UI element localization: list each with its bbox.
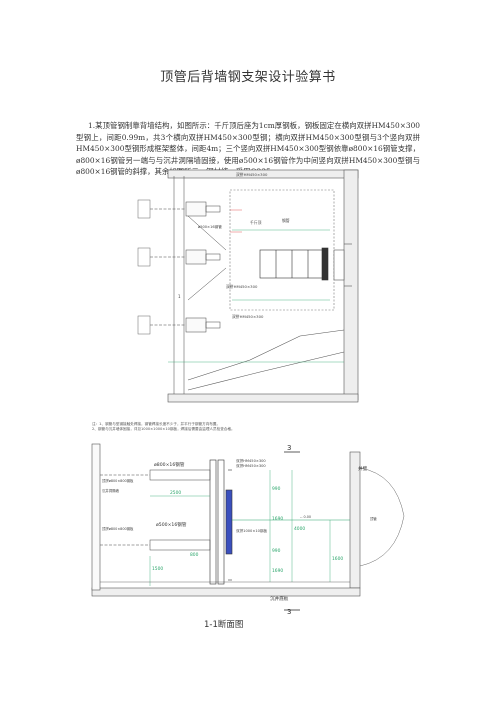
label-bottom-beam: 双拼HM450×300 [232, 314, 264, 319]
label-partition-wall: 沉井洞隔墙 [102, 488, 120, 493]
fig2-dimensions [100, 470, 350, 586]
label-jack: 千斤顶 [250, 220, 262, 225]
label-level: -- 0.00 [300, 515, 311, 519]
label-mid-beam: 双拼HM450×300 [226, 284, 258, 289]
dim-1690-a: 1690 [272, 516, 283, 522]
figure1-notes: 注：1、钢管与型钢接触处焊接，钢管焊接长度不少于，并平行于钢管方向布置。 2、钢… [92, 422, 332, 432]
dim-990-a: 990 [272, 486, 281, 492]
label-well-floor: 沉井底板 [270, 595, 289, 602]
dimension-lines [168, 229, 344, 363]
label-pipe-500: ø500×16钢管 [198, 224, 222, 229]
section-mark: 1 [178, 294, 181, 299]
dim-990-b: 990 [272, 548, 281, 554]
right-pipe [359, 467, 405, 567]
pipe-segments [259, 247, 329, 281]
red-lines [230, 209, 242, 233]
label-pipe-500: ø500×16钢管 [156, 521, 187, 528]
label-top-beam: 双拼HM450×300 [236, 172, 268, 177]
note-line-1: 注：1、钢管与型钢接触处焊接，钢管焊接长度不少于，并平行于钢管方向布置。 [92, 422, 221, 426]
document-title: 顶管后背墙钢支架设计验算书 [160, 70, 336, 85]
label-pipe-top: 顶管 [370, 516, 377, 521]
dim-1500: 1500 [152, 566, 163, 572]
dim-1690-b: 1690 [272, 568, 283, 574]
dim-2500: 2500 [170, 490, 181, 496]
vertical-frame [209, 459, 233, 585]
figure1-structure [167, 169, 359, 403]
label-plate-top: 顶拼ø800×800钢板 [102, 478, 134, 483]
label-steel-pipe: 钢管 [282, 218, 290, 223]
horizontal-pipes [100, 469, 350, 551]
dim-4000: 4000 [294, 526, 305, 532]
jack-assemblies [150, 176, 227, 394]
label-h-top: 双拼HM450×300 [236, 458, 266, 463]
left-steel-pipes [137, 199, 151, 335]
label-h-mid: 双拼HM450×300 [236, 463, 266, 468]
note-line-2: 2、钢管与沉井墙体固接，详见1000×1000×10钢板，焊接后需要由监理人员检… [92, 427, 235, 431]
section-number-top: 3 [287, 444, 291, 452]
label-plate-bot: 顶拼ø800×800钢板 [102, 526, 134, 531]
figure2-caption: 1-1断面图 [204, 620, 244, 630]
dim-800: 800 [190, 552, 199, 558]
label-well-wall: 井壁 [358, 465, 368, 472]
section-number-bottom: 3 [287, 608, 291, 616]
dim-1600: 1600 [332, 556, 343, 562]
label-pipe-800: ø800×16钢管 [154, 461, 185, 468]
label-h-bot: 双拼1000×10钢板 [236, 528, 268, 533]
